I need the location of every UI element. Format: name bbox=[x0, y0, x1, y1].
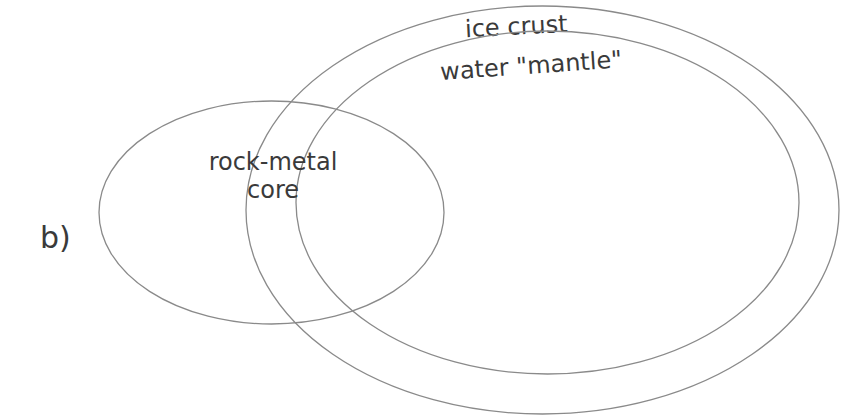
layer-name: ice crust bbox=[464, 7, 625, 43]
layer-boundary bbox=[99, 101, 444, 324]
layer-name: water "mantle" bbox=[439, 42, 670, 86]
crust-ellipse: ice crustwater "mantle"rock-metal core bbox=[245, 5, 840, 415]
layer-boundary bbox=[246, 6, 839, 414]
layer-boundary bbox=[296, 31, 799, 374]
part-letter: b) bbox=[40, 220, 71, 255]
layer-name: rock-metal core bbox=[208, 148, 338, 204]
layer-outline bbox=[295, 30, 800, 375]
layer-outline bbox=[98, 100, 445, 325]
core-ellipse: rock-metal core bbox=[98, 100, 445, 325]
mantle-ellipse: water "mantle"rock-metal core bbox=[295, 30, 800, 375]
